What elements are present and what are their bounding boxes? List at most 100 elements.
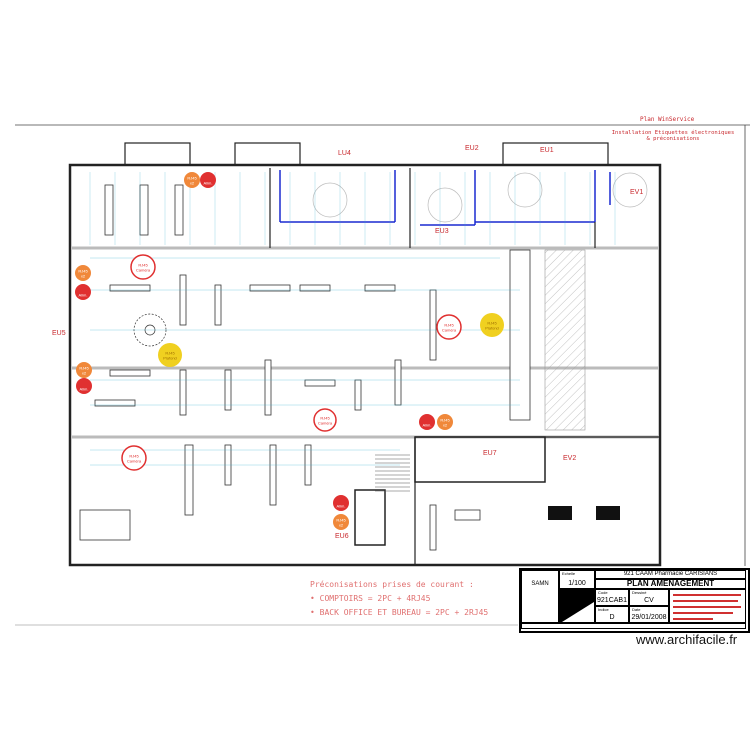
- marker-label: RJ45: [487, 321, 497, 326]
- marker-label: Plafond: [485, 326, 499, 331]
- shelving-unit: [79, 509, 131, 541]
- window-bay: [502, 142, 609, 166]
- marker-label: x2: [339, 523, 344, 528]
- project-name: 921 CAAM Pharmacie CARISIANS: [595, 570, 746, 579]
- zone-label-lu4: LU4: [338, 150, 351, 157]
- shelving-unit: [394, 359, 402, 406]
- marker-circle: [130, 254, 156, 280]
- notes-item: • COMPTOIRS = 2PC + 4RJ45: [310, 594, 431, 603]
- shelving-unit: [104, 184, 114, 236]
- wc-turn-circle: [312, 182, 348, 218]
- shelving-unit: [179, 369, 187, 416]
- outlet-marker-alim: Alim.: [200, 172, 216, 188]
- marker-circle: [158, 343, 182, 367]
- outer-wall: [68, 163, 662, 567]
- structural-band: [72, 246, 658, 250]
- index-value: D: [609, 614, 615, 621]
- marker-label: RJ45: [165, 351, 175, 356]
- shelving-unit: [269, 444, 277, 506]
- notes-heading: Préconisations prises de courant :: [310, 580, 474, 589]
- scale-value: 1/100: [568, 580, 586, 587]
- marker-label: Plafond: [163, 356, 177, 361]
- marker-circle: [121, 445, 147, 471]
- marker-circle: [313, 408, 337, 432]
- shelving-unit: [509, 249, 531, 421]
- date-cell: Date 29/01/2008: [629, 606, 669, 623]
- marker-circle: [75, 284, 91, 300]
- shelving-unit: [299, 284, 331, 292]
- marker-label: x2: [81, 274, 86, 279]
- subtitle-line-2: & préconisations: [646, 136, 700, 142]
- legal-notice: [669, 589, 746, 623]
- marker-label: Alim.: [80, 387, 89, 392]
- marker-circle: [76, 362, 92, 378]
- wc-turn-circle: [427, 187, 463, 223]
- date-label: Date: [632, 607, 641, 612]
- index-label: Indice: [598, 607, 609, 612]
- title-block: SAMN Echelle 1/100 921 CAAM Pharmacie CA…: [519, 568, 750, 633]
- outlet-marker-alim: Alim.: [75, 284, 91, 300]
- code-cell: Code 921CAB1: [595, 589, 629, 606]
- window-bay: [124, 142, 191, 166]
- structural-band: [72, 366, 658, 370]
- author-value: CV: [644, 597, 654, 604]
- marker-label: Caméra: [318, 421, 333, 426]
- marker-circle: [333, 495, 349, 511]
- marker-circle: [75, 265, 91, 281]
- zone-label-ev2: EV2: [563, 455, 576, 462]
- scale-cell: Echelle 1/100: [559, 570, 595, 589]
- marker-label: Alim.: [423, 423, 432, 428]
- marker-label: Caméra: [127, 459, 142, 464]
- hatched-area: [544, 249, 586, 431]
- marker-label: RJ45: [187, 176, 197, 181]
- structural-band: [72, 435, 658, 439]
- wc-turn-circle: [507, 172, 543, 208]
- code-value: 921CAB1: [597, 597, 627, 604]
- shelving-unit: [224, 369, 232, 411]
- footer-strip: [521, 623, 746, 629]
- plan-title: Plan WinService: [640, 116, 695, 123]
- outlet-marker-alim: Alim.: [76, 378, 92, 394]
- wc-turn-circle: [612, 172, 648, 208]
- marker-label: Alim.: [337, 504, 346, 509]
- plan-subtitle: Installation Etiquettes électroniques & …: [598, 130, 748, 142]
- index-cell: Indice D: [595, 606, 629, 623]
- marker-label: x2: [190, 181, 195, 186]
- elevator: [354, 489, 386, 546]
- shelving-unit: [174, 184, 184, 236]
- marker-circle: [419, 414, 435, 430]
- marker-label: RJ45: [336, 518, 346, 523]
- author-cell: Dessiné CV: [629, 589, 669, 606]
- shelving-unit: [109, 284, 151, 292]
- zone-label-ev1: EV1: [630, 189, 643, 196]
- marker-circle: [76, 378, 92, 394]
- scale-label: Echelle: [562, 571, 576, 576]
- code-label: Code: [598, 590, 608, 595]
- shelving-unit: [364, 284, 396, 292]
- zone-label-eu6: EU6: [335, 533, 349, 540]
- shelving-unit: [139, 184, 149, 236]
- outlet-marker-alim: Alim.: [419, 414, 435, 430]
- notes-item: • BACK OFFICE ET BUREAU = 2PC + 2RJ45: [310, 608, 489, 617]
- marker-label: x2: [443, 423, 448, 428]
- marker-label: RJ45: [79, 366, 89, 371]
- zone-label-eu1: EU1: [540, 147, 554, 154]
- date-value: 29/01/2008: [631, 614, 667, 621]
- desk: [596, 506, 620, 520]
- marker-circle: [480, 313, 504, 337]
- logo-triangle: [559, 589, 595, 623]
- marker-label: RJ45: [440, 418, 450, 423]
- shelving-unit: [184, 444, 194, 516]
- marker-label: Caméra: [136, 268, 151, 273]
- power-recommendations: Préconisations prises de courant : • COM…: [310, 578, 488, 620]
- marker-label: RJ45: [138, 263, 148, 268]
